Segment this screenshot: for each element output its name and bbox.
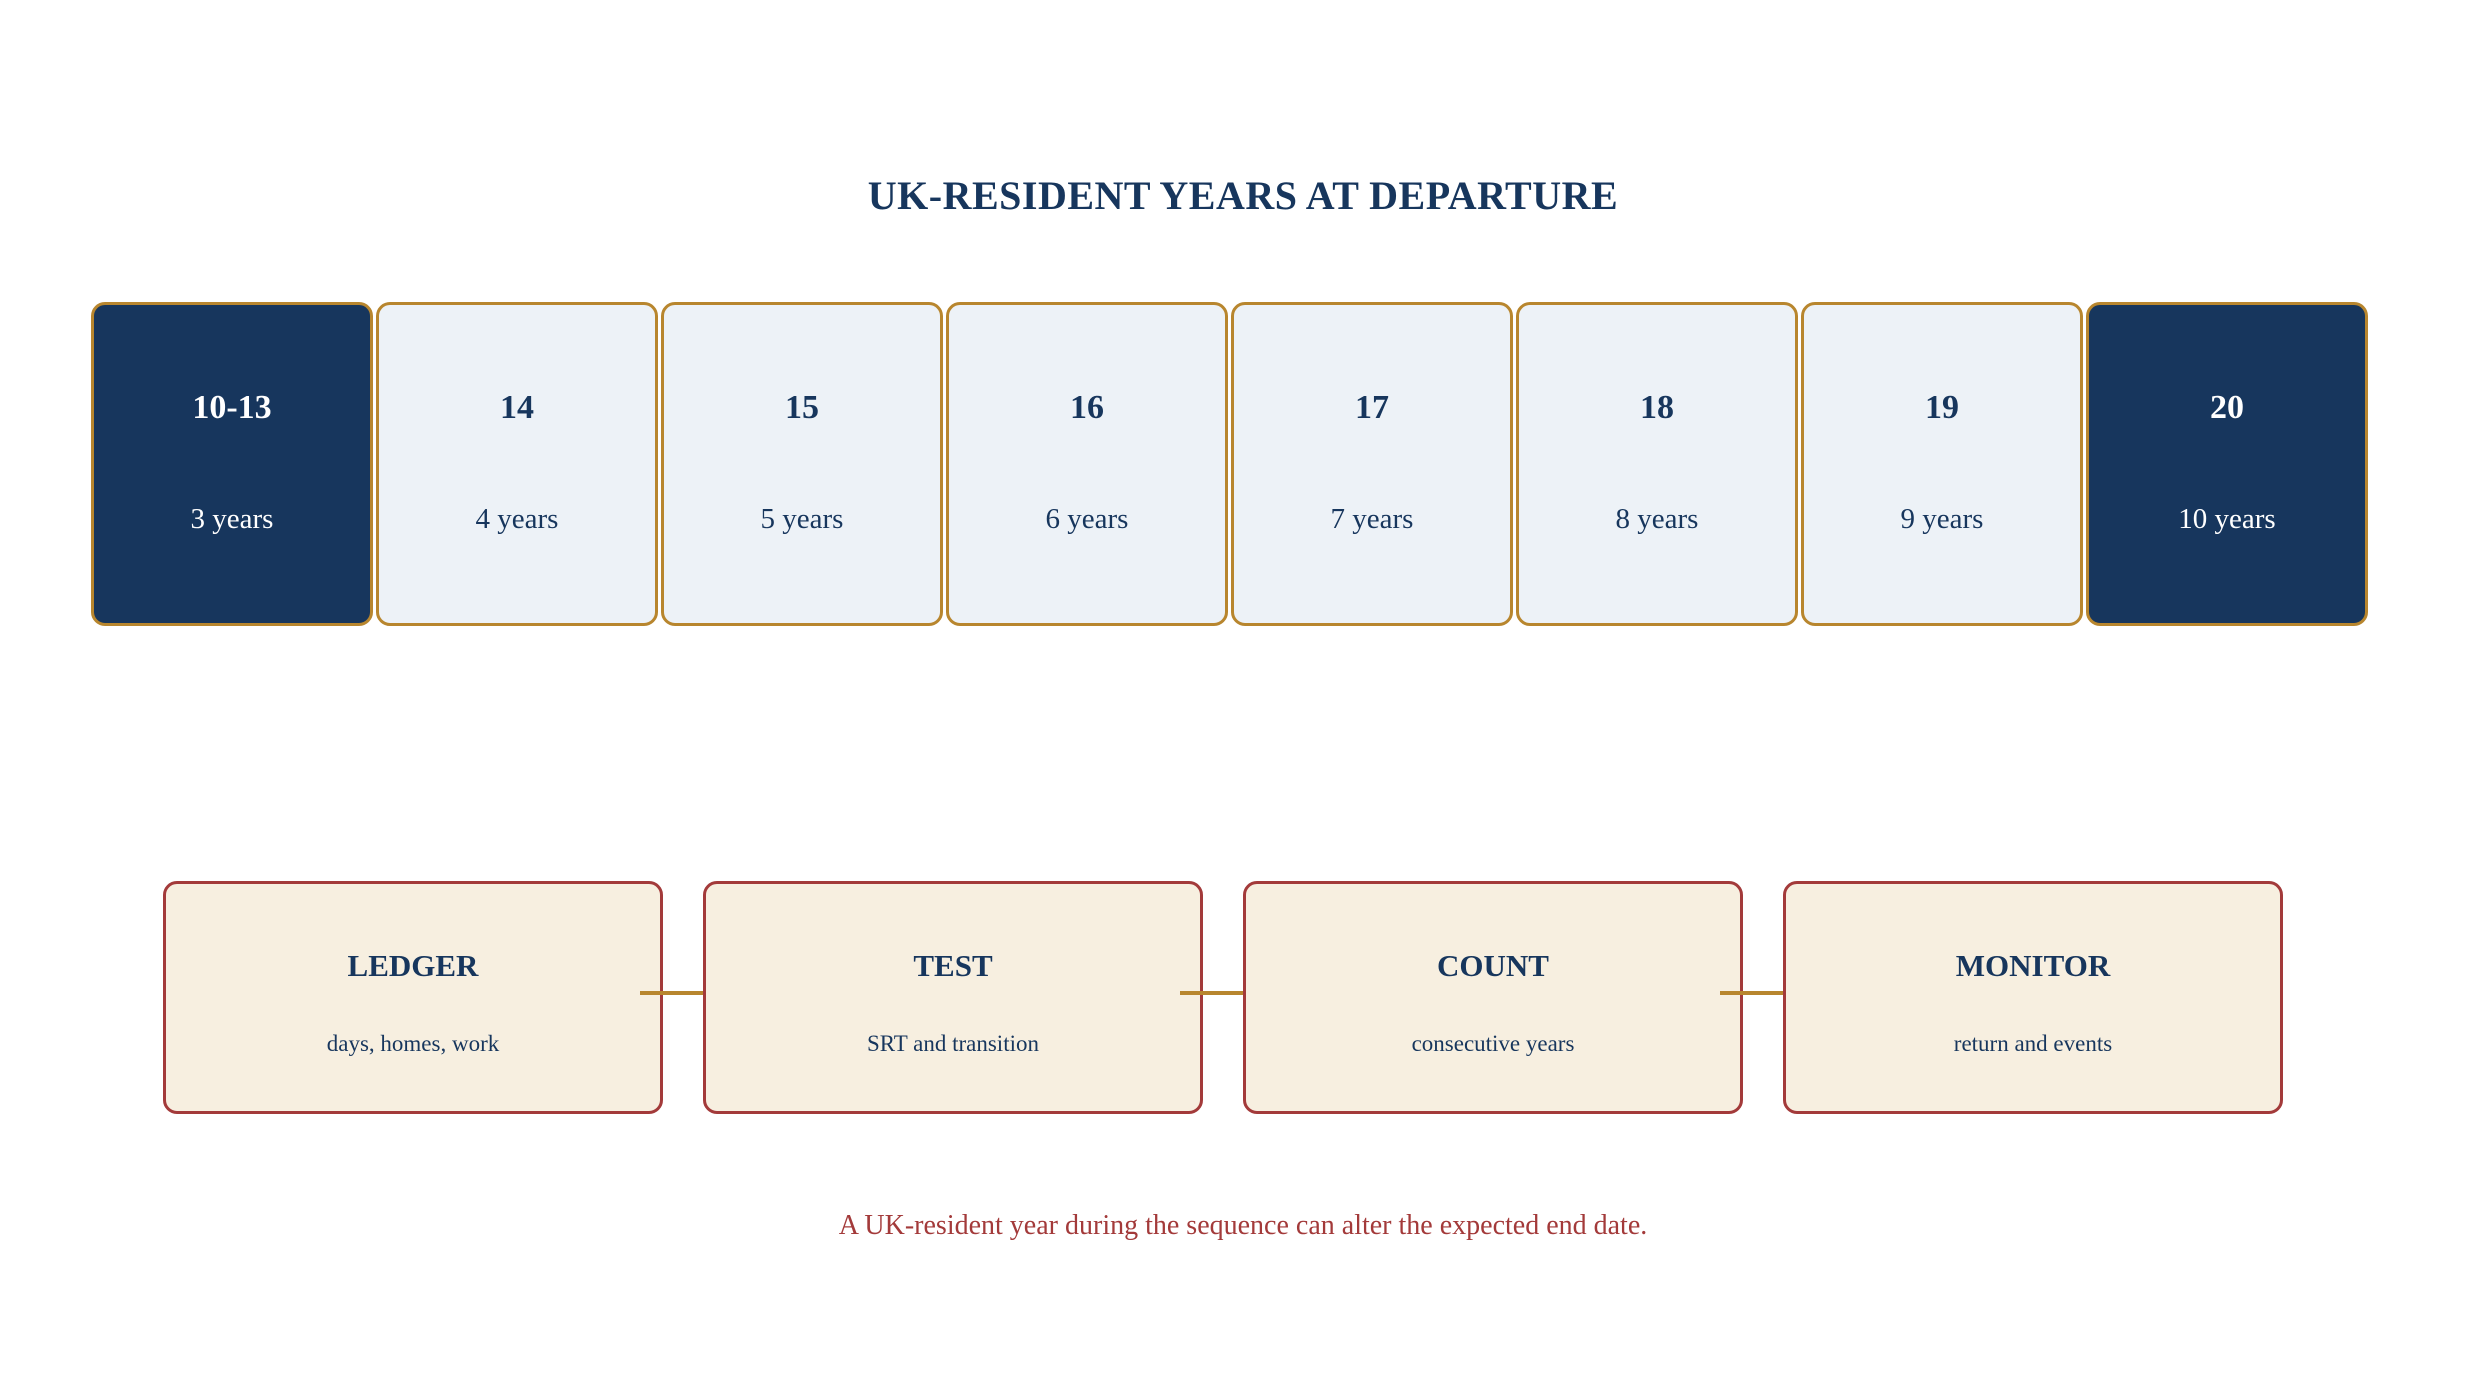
year-label: 10-13 [192,389,272,426]
year-label: 16 [1070,389,1104,426]
year-value: 6 years [1045,503,1129,535]
year-value: 10 years [2178,503,2276,535]
year-box-10-13: 10-13 3 years [91,302,373,626]
process-steps-row: LEDGER days, homes, work TEST SRT and tr… [0,881,2486,1121]
year-label: 17 [1355,389,1389,426]
step-title: COUNT [1437,948,1549,983]
year-box-15: 15 5 years [661,302,943,626]
year-box-20: 20 10 years [2086,302,2368,626]
year-label: 20 [2210,389,2244,426]
year-value: 3 years [190,503,274,535]
step-box-monitor: MONITOR return and events [1783,881,2283,1114]
year-box-19: 19 9 years [1801,302,2083,626]
diagram-title: UK-RESIDENT YEARS AT DEPARTURE [867,173,1619,218]
year-label: 15 [785,389,819,426]
year-value: 8 years [1615,503,1699,535]
year-value: 5 years [760,503,844,535]
step-box-count: COUNT consecutive years [1243,881,1743,1114]
step-title: TEST [913,948,993,983]
step-title: LEDGER [347,948,479,983]
footnote: A UK-resident year during the sequence c… [838,1210,1648,1241]
year-label: 19 [1925,389,1959,426]
year-box-18: 18 8 years [1516,302,1798,626]
step-desc: days, homes, work [326,1031,500,1056]
step-box-ledger: LEDGER days, homes, work [163,881,663,1114]
year-value: 4 years [475,503,559,535]
step-title: MONITOR [1955,948,2111,983]
year-label: 14 [500,389,534,426]
year-box-16: 16 6 years [946,302,1228,626]
year-box-17: 17 7 years [1231,302,1513,626]
year-value: 9 years [1900,503,1984,535]
year-box-14: 14 4 years [376,302,658,626]
year-label: 18 [1640,389,1674,426]
step-desc: consecutive years [1411,1031,1575,1056]
step-desc: SRT and transition [867,1031,1039,1056]
years-row: 10-13 3 years 14 4 years 15 5 years 16 6… [91,302,2381,630]
step-box-test: TEST SRT and transition [703,881,1203,1114]
year-value: 7 years [1330,503,1414,535]
step-desc: return and events [1953,1031,2113,1056]
